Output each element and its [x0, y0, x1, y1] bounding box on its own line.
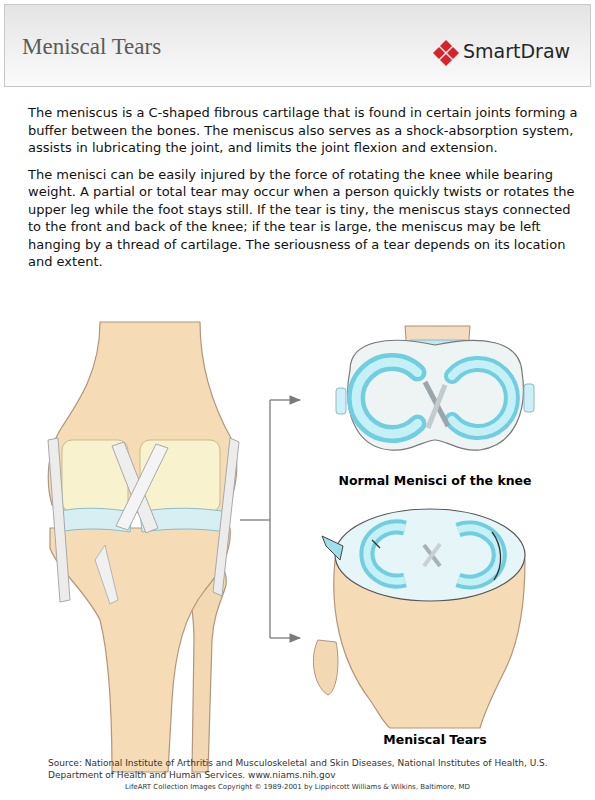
torn-flap: [322, 536, 343, 560]
bracket-line: [269, 400, 270, 638]
torn-meniscus: [367, 527, 405, 581]
body-paragraph: The meniscus is a C-shaped fibrous carti…: [28, 104, 583, 157]
image-caption: Normal Menisci of the knee: [300, 473, 570, 489]
collateral-ligament: [48, 438, 70, 602]
page-title: Meniscal Tears: [22, 34, 161, 60]
collateral-ligament: [213, 438, 239, 596]
tear-line: [372, 540, 380, 548]
copyright-note: LifeART Collection Images Copyright © 19…: [20, 783, 575, 792]
logo-text: SmartDraw: [463, 40, 570, 62]
image-caption: Meniscal Tears: [300, 732, 570, 748]
header-band: [5, 5, 591, 87]
lateral-meniscus: [452, 364, 512, 432]
torn-meniscus: [458, 528, 499, 582]
meniscus-highlight: [367, 527, 405, 581]
arrow: [270, 399, 300, 400]
tibial-plateau: [348, 340, 524, 450]
tibia-bone: [50, 528, 230, 772]
collateral-tab: [524, 384, 534, 412]
bracket-line: [240, 519, 270, 520]
bracket-arrows: [240, 400, 300, 638]
cruciate-ligament: [424, 544, 440, 566]
arrow: [270, 637, 300, 638]
tibial-plateau: [335, 509, 525, 601]
body-paragraph: The menisci can be easily injured by the…: [28, 166, 583, 271]
meniscus-highlight: [458, 528, 499, 582]
meniscus-highlight: [452, 364, 512, 432]
logo-diamond: [440, 54, 452, 66]
fibula-head: [313, 640, 338, 695]
knee-illustration: [48, 322, 239, 772]
tear-line: [492, 532, 501, 580]
meniscal-tears-illustration: [313, 509, 525, 728]
medial-meniscus: [356, 362, 417, 434]
source-note: Source: National Institute of Arthritis …: [48, 757, 570, 781]
normal-menisci-illustration: [336, 326, 534, 450]
collateral-tab: [336, 388, 346, 414]
cruciate-ligament: [428, 385, 445, 428]
ligament-fibers: [95, 545, 118, 604]
cruciate-ligament: [116, 444, 168, 530]
cruciate-ligament: [424, 545, 440, 566]
logo-icon: [433, 40, 459, 66]
meniscus-highlight: [356, 362, 417, 434]
